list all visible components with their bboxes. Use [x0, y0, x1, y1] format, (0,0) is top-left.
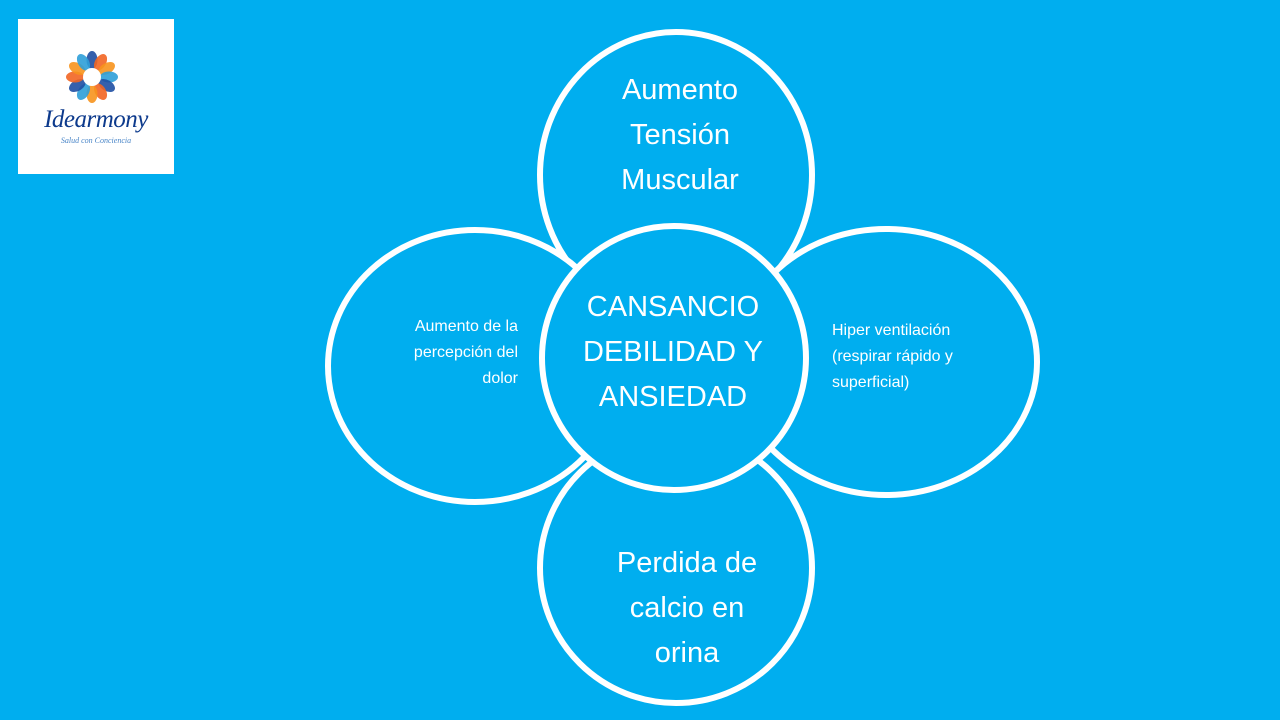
top-label-line-1: Aumento — [621, 74, 739, 106]
bottom-label-line-1: Perdida de — [616, 547, 758, 579]
center-label: CANSANCIO DEBILIDAD Y ANSIEDAD — [563, 285, 783, 420]
center-label-line-1: CANSANCIO — [586, 291, 760, 323]
logo-wordmark: Idearmony — [44, 106, 148, 133]
right-label: Hiper ventilación (respirar rápido y sup… — [832, 318, 1012, 396]
center-circle — [539, 223, 809, 493]
center-label-line-2: DEBILIDAD Y — [583, 336, 763, 368]
left-label: Aumento de la percepción del dolor — [358, 314, 518, 392]
bottom-label: Perdida de calcio en orina — [587, 541, 787, 676]
top-label-line-2: Tensión — [630, 119, 730, 151]
left-label-line-2: percepción del — [413, 344, 518, 361]
right-label-line-3: superficial) — [832, 374, 910, 391]
center-label-line-3: ANSIEDAD — [598, 381, 748, 413]
logo-petal — [76, 54, 91, 71]
right-label-line-2: (respirar rápido y — [832, 348, 953, 365]
top-label: Aumento Tensión Muscular — [580, 68, 780, 203]
logo-tagline: Salud con Conciencia — [60, 136, 132, 145]
left-label-line-3: dolor — [482, 370, 518, 387]
logo: Idearmony Salud con Conciencia — [18, 19, 174, 174]
left-label-line-1: Aumento de la — [414, 318, 518, 335]
logo-core — [83, 68, 101, 86]
bottom-label-line-2: calcio en — [629, 592, 745, 624]
logo-emblem-icon — [66, 51, 118, 103]
right-label-line-1: Hiper ventilación — [832, 322, 951, 339]
bottom-label-line-3: orina — [654, 637, 720, 669]
top-label-line-3: Muscular — [621, 164, 739, 196]
